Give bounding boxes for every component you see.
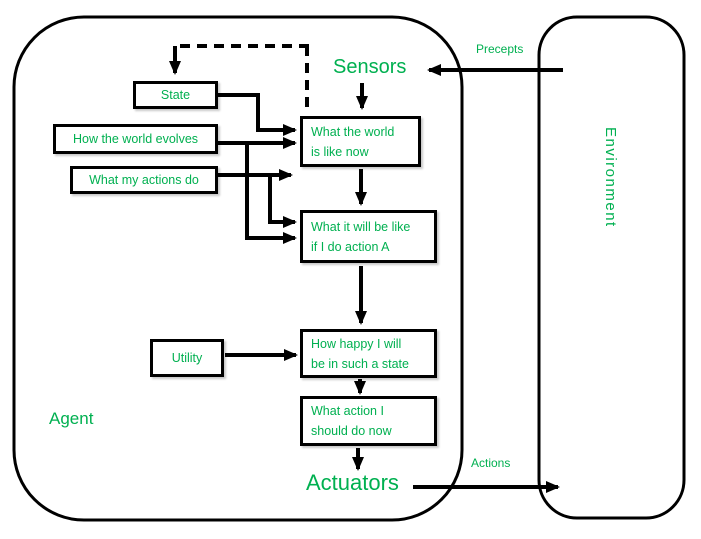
environment-label: Environment — [602, 127, 619, 228]
agent-container-outline — [12, 15, 464, 522]
actuators-label: Actuators — [306, 470, 399, 495]
actionsdo-to-willbe-arrow — [268, 175, 297, 228]
utility-box: Utility — [150, 339, 224, 377]
state-box: State — [133, 81, 218, 109]
state-to-worldnow-arrow — [218, 93, 297, 136]
how-world-evolves-box: How the world evolves — [53, 124, 218, 154]
how-happy-line1: How happy I will — [311, 336, 402, 351]
actions-label: Actions — [471, 456, 511, 470]
what-it-will-be-like-line2: if I do action A — [311, 239, 390, 254]
agent-label: Agent — [49, 409, 94, 428]
utility-label: Utility — [171, 351, 203, 365]
what-it-will-be-like-box: What it will be like if I do action A — [300, 210, 437, 263]
environment-container-outline — [537, 15, 686, 520]
what-my-actions-do-box: What my actions do — [70, 166, 218, 194]
what-it-will-be-like-line1: What it will be like — [311, 219, 411, 234]
what-world-is-like-now-line2: is like now — [311, 144, 369, 159]
how-happy-box: How happy I will be in such a state — [300, 329, 437, 378]
what-my-actions-do-label: What my actions do — [89, 173, 199, 187]
how-happy-line2: be in such a state — [311, 356, 409, 371]
precepts-label: Precepts — [476, 42, 524, 56]
what-world-is-like-now-line1: What the world — [311, 124, 395, 139]
how-world-evolves-label: How the world evolves — [72, 132, 199, 146]
what-action-line1: What action I — [311, 404, 384, 418]
what-action-box: What action I should do now — [300, 396, 437, 446]
sensors-label: Sensors — [333, 56, 407, 78]
what-world-is-like-now-box: What the world is like now — [300, 116, 421, 167]
state-box-label: State — [160, 88, 191, 102]
what-action-line2: should do now — [311, 424, 392, 438]
